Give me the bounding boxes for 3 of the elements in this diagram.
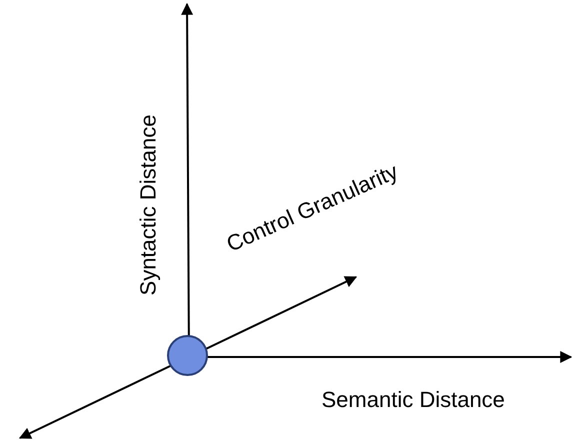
axis-label: Semantic Distance [322, 387, 505, 413]
origin-circle [167, 335, 208, 376]
axis-label: Syntactic Distance [134, 114, 161, 296]
